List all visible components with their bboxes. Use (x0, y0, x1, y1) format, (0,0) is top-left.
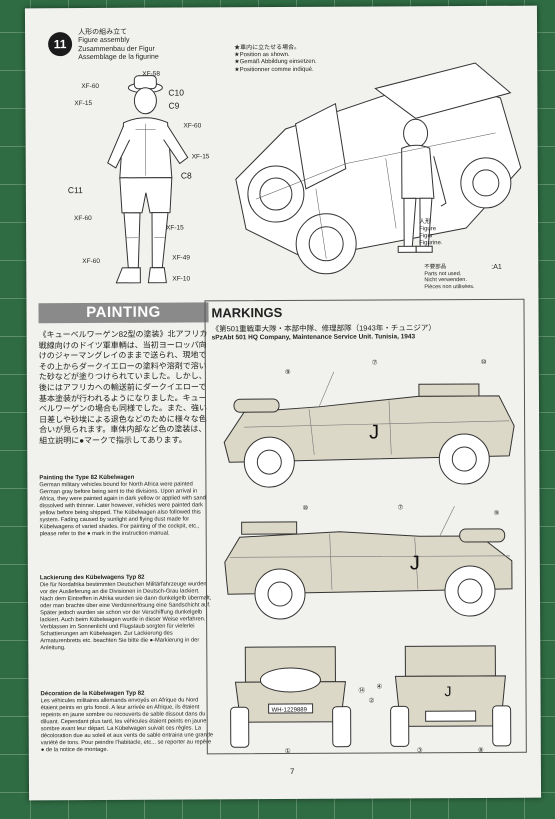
painting-en-section: Painting the Type 82 Kübelwagen German m… (39, 474, 212, 538)
step-title-fr: Assemblage de la figurine (78, 53, 159, 62)
tactical-letter-rear: J (444, 683, 451, 699)
marking-callout-3: ③ (416, 747, 423, 755)
figure-label: 人形 Figure Figur Figurine. (419, 219, 442, 247)
callout-xf10: XF-10 (172, 275, 191, 283)
kubelwagen-assembly-drawing (235, 62, 522, 275)
callout-xf15: XF-15 (166, 224, 184, 232)
painting-de-section: Lackierung des Kübelwagens Typ 82 Die fü… (40, 574, 213, 652)
callout-xf60: XF-60 (81, 82, 100, 91)
tactical-letter-mid: J (410, 552, 420, 574)
instruction-page: 11 人形の組み立て Figure assembly Zusammenbau d… (24, 5, 542, 801)
callout-c10: C10 (168, 87, 184, 98)
painting-fr-text: Les véhicules militaires allemands envoy… (40, 697, 214, 754)
parts-not-used-fr: Pièces non utilisées. (424, 283, 475, 290)
marking-callout-7: ⑦ (397, 504, 404, 512)
callout-xf15: XF-15 (74, 99, 93, 108)
painting-de-text: Die für Nordafrika bestimmten Deutschen … (39, 581, 212, 652)
callout-xf58: XF-58 (142, 70, 160, 78)
marking-callout-9: ⑨ (284, 368, 291, 376)
side-view-left: J (224, 505, 513, 620)
figure-drawing (107, 75, 189, 284)
callout-xf60: XF-60 (183, 122, 202, 130)
step-number-badge: 11 (48, 32, 73, 57)
painting-header: PAINTING (38, 302, 209, 324)
callout-c11: C11 (67, 185, 83, 196)
marking-callout-10: ⑩ (302, 504, 309, 512)
side-view-right: J (223, 371, 515, 488)
callout-xf60: XF-60 (82, 257, 100, 266)
painting-fr-section: Décoration de la Kübelwagen Typ 82 Les v… (41, 690, 214, 754)
markings-en-caption: sPzAbt 501 HQ Company, Maintenance Servi… (211, 333, 416, 342)
front-view: WH-1229889 (230, 646, 352, 748)
marking-callout-10: ⑩ (480, 358, 487, 366)
parts-code: :A1 (491, 263, 502, 271)
marking-callout-2: ② (368, 697, 375, 705)
step-title: 人形の組み立て Figure assembly Zusammenbau der … (78, 29, 159, 63)
marking-callout-9: ⑨ (493, 509, 500, 517)
marking-callout-8: ⑧ (477, 746, 484, 754)
marking-callout-4: ④ (376, 683, 383, 691)
callout-c8: C8 (180, 170, 192, 181)
callout-c9: C9 (168, 100, 180, 111)
tactical-letter-top: J (369, 421, 379, 443)
callout-xf15: XF-15 (191, 153, 210, 161)
marking-callout-7: ⑦ (371, 359, 378, 367)
parts-not-used: 不要部品 Parts not used. Nicht verwenden. Pi… (424, 264, 474, 290)
markings-header: MARKINGS (211, 305, 283, 321)
callout-xf49: XF-49 (172, 254, 190, 262)
figure-label-fr: Figurine. (419, 240, 443, 247)
license-plate-front: WH-1229889 (272, 707, 308, 713)
painting-en-text: German military vehicles bound for North… (39, 481, 206, 538)
page-number: 7 (289, 766, 295, 776)
marking-callout-1: ① (284, 747, 291, 755)
rear-view: J (390, 645, 512, 747)
marking-callout-14: ⑭ (358, 687, 366, 695)
parts-not-used-de: Nicht verwenden. (424, 277, 467, 284)
painting-jp-text: 《キューベルワーゲン82型の塗装》北アフリカ戦線向けのドイツ軍車輌は、当初ヨーロ… (38, 329, 208, 446)
callout-xf60: XF-60 (74, 214, 92, 223)
